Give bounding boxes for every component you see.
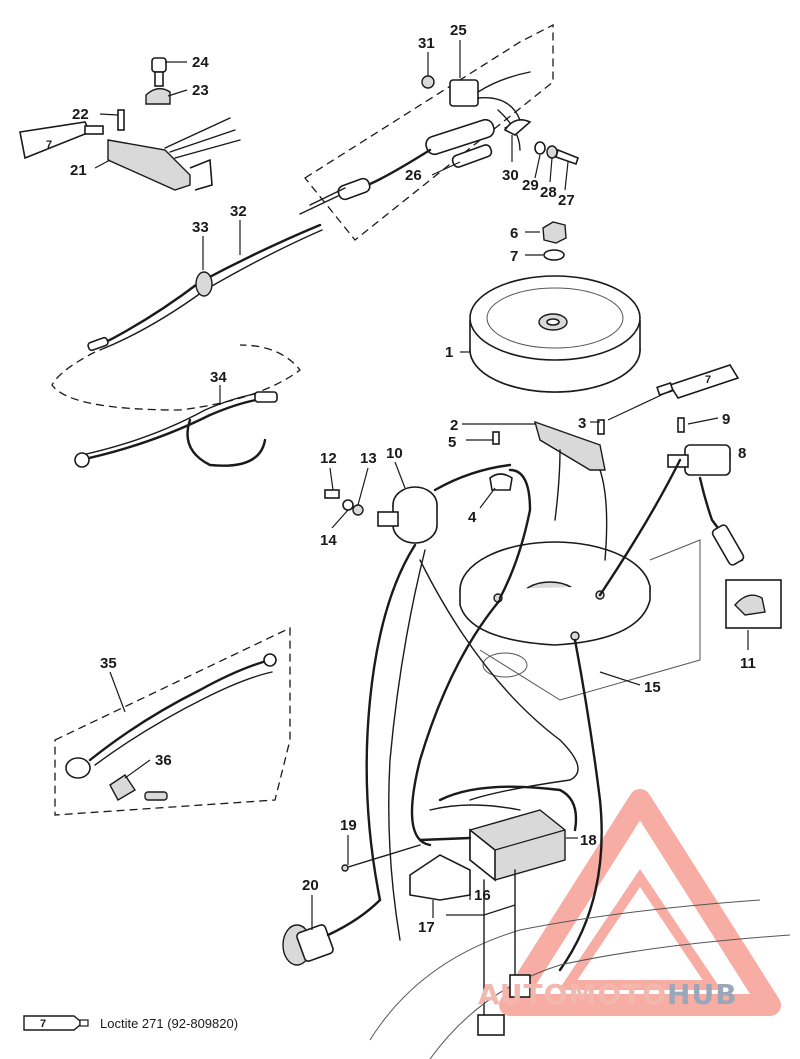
callout-14: 14	[320, 532, 337, 549]
legend-tube-number: 7	[40, 1018, 46, 1030]
callout-28: 28	[540, 184, 557, 201]
legend: 7 Loctite 271 (92-809820)	[22, 1012, 238, 1034]
callout-4: 4	[468, 509, 477, 526]
callout-30: 30	[502, 167, 519, 184]
callout-3: 3	[578, 415, 586, 432]
group-35-dashed-box	[54, 626, 291, 816]
callout-29: 29	[522, 177, 539, 194]
power-pack-part	[409, 785, 578, 901]
callout-31: 31	[418, 35, 435, 52]
callout-10: 10	[386, 445, 403, 462]
callout-11: 11	[740, 655, 756, 672]
lower-engine-outline	[369, 869, 791, 1059]
callout-2: 2	[450, 417, 458, 434]
wire-harness-34	[74, 391, 278, 468]
svg-text:7: 7	[705, 374, 711, 386]
watermark-part-1: AUTO	[478, 978, 569, 1011]
callout-6: 6	[510, 225, 518, 242]
callout-numbers: 1 2 3 4 5 6 7 8 9 10 11 12 13 14 15 16 1…	[70, 22, 756, 936]
callout-8: 8	[738, 445, 746, 462]
loctite-tube-icon: 7	[23, 1015, 89, 1031]
wire-harness-32	[51, 223, 323, 411]
connector-plug-part	[282, 844, 421, 966]
flywheel-part	[469, 275, 641, 393]
callout-33: 33	[192, 219, 209, 236]
callout-21: 21	[70, 162, 87, 179]
clamp-and-screw	[145, 57, 171, 105]
callout-36: 36	[155, 752, 172, 769]
callout-5: 5	[448, 434, 456, 451]
callout-27: 27	[558, 192, 575, 209]
flywheel-nut	[542, 221, 567, 261]
legend-text: Loctite 271 (92-809820)	[100, 1015, 239, 1031]
callout-19: 19	[340, 817, 357, 834]
svg-text:7: 7	[46, 139, 52, 151]
ignition-coil-part	[667, 417, 745, 566]
charge-coil-part	[324, 463, 512, 544]
bracket-screw-set	[503, 119, 579, 166]
callout-17: 17	[418, 919, 435, 936]
callout-34: 34	[210, 369, 227, 386]
loctite-tube-top-left: 7	[19, 121, 104, 160]
watermark-part-2: MOTO	[568, 978, 668, 1011]
callout-22: 22	[72, 106, 89, 123]
callout-13: 13	[360, 450, 377, 467]
callout-9: 9	[722, 411, 730, 428]
watermark-text: AUTOMOTOHUB	[478, 978, 738, 1011]
stator-base-plate	[459, 539, 701, 701]
callout-26: 26	[405, 167, 422, 184]
leader-lines	[94, 40, 749, 930]
callout-23: 23	[192, 82, 209, 99]
watermark-part-3: HUB	[667, 978, 738, 1011]
main-wiring	[365, 449, 682, 972]
callout-15: 15	[644, 679, 661, 696]
callout-25: 25	[450, 22, 467, 39]
callout-35: 35	[100, 655, 117, 672]
callout-1: 1	[445, 344, 453, 361]
loctite-tube-right: 7	[656, 364, 740, 399]
terminal-block-part	[107, 109, 241, 191]
fuse-holder-part	[299, 118, 495, 215]
callout-32: 32	[230, 203, 247, 220]
callout-12: 12	[320, 450, 337, 467]
callout-20: 20	[302, 877, 319, 894]
callout-16: 16	[474, 887, 491, 904]
callout-24: 24	[192, 54, 209, 71]
spark-plug-cap-box	[725, 579, 782, 629]
trigger-bracket	[489, 419, 606, 491]
watermark-triangle	[499, 789, 781, 1016]
callout-18: 18	[580, 832, 597, 849]
callout-7a: 7	[510, 248, 518, 265]
group-25-dashed-box	[304, 23, 554, 241]
